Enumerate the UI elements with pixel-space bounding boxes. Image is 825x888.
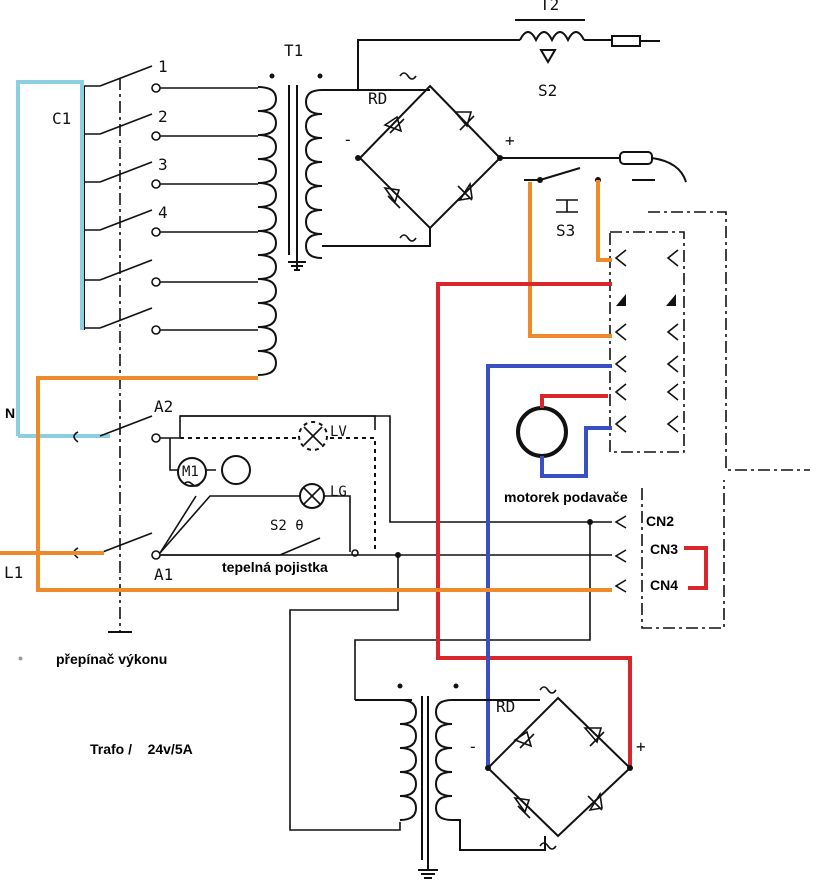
c1-label: C1 xyxy=(52,109,71,128)
s2-theta-label: S2 θ xyxy=(270,518,304,534)
minus-bottom-label: - xyxy=(468,737,478,756)
s3-label: S3 xyxy=(556,221,575,240)
t1-primary-coil xyxy=(257,86,278,376)
bridge-rectifier-bottom: RD - + xyxy=(468,686,646,850)
wire-neutral xyxy=(16,80,110,438)
minus-top-label: - xyxy=(343,130,353,149)
motor-annotation: motorek podavače xyxy=(504,489,628,505)
l1-label: L1 xyxy=(4,563,23,582)
rd-top-label: RD xyxy=(368,89,387,108)
switch-annotation: přepínač výkonu xyxy=(56,651,167,667)
rd-bottom-label: RD xyxy=(496,697,515,716)
trafo-annotation: Trafo / 24v/5A xyxy=(90,741,193,757)
s2-label: S2 xyxy=(538,81,557,100)
feeder-motor xyxy=(516,394,612,478)
tap-5 xyxy=(80,259,258,287)
wire-orange-s3-left xyxy=(528,182,612,338)
wire-orange-loop xyxy=(36,376,612,592)
a1-label: A1 xyxy=(154,565,173,584)
cn3-label: CN3 xyxy=(650,541,678,557)
lamp-lv: LV xyxy=(298,421,347,451)
wire-red-plus xyxy=(436,282,632,770)
main-switch: A2 A1 L1 xyxy=(4,397,173,584)
bullet: • xyxy=(18,650,23,666)
plus-top-label: + xyxy=(505,131,515,150)
n-label: N xyxy=(5,405,15,421)
choke-t2: T2 S2 xyxy=(515,0,660,100)
tap-4-label: 4 xyxy=(158,203,168,222)
lg-label: LG xyxy=(330,484,347,500)
cn2-label: CN2 xyxy=(646,513,674,529)
tap-3-label: 3 xyxy=(158,155,168,174)
plus-bottom-label: + xyxy=(636,737,646,756)
m1-label: M1 xyxy=(182,464,199,480)
t1-secondary-coil xyxy=(304,89,323,259)
cn4-label: CN4 xyxy=(650,577,678,593)
fan-motor-m1: M1 xyxy=(177,455,251,487)
wire-blue-minus xyxy=(486,364,612,768)
lv-label: LV xyxy=(330,424,347,440)
thermal-fuse-s2: S2 θ xyxy=(160,518,359,557)
t1-label: T1 xyxy=(284,41,303,60)
connectors-cn: CN2 CN3 CN4 xyxy=(614,480,725,629)
wire-orange-s3-right xyxy=(596,180,612,262)
tap-1-label: 1 xyxy=(158,57,168,76)
tap-1: 1 xyxy=(80,57,258,93)
tap-6 xyxy=(80,307,258,335)
lamp-lg: LG xyxy=(159,483,351,554)
tap-2-label: 2 xyxy=(158,107,168,126)
a2-label: A2 xyxy=(154,397,173,416)
transformer-24v xyxy=(355,683,546,879)
transformer-t1: T1 xyxy=(257,41,323,376)
tap-2: 2 xyxy=(80,107,258,141)
tap-3: 3 xyxy=(80,155,258,189)
tap-4: 4 xyxy=(80,203,258,237)
connector-strip xyxy=(609,211,810,471)
switch-s3: S3 xyxy=(524,167,601,240)
thermal-annotation: tepelná pojistka xyxy=(222,559,328,575)
t2-label: T2 xyxy=(540,0,559,14)
bridge-rectifier-top: RD - + xyxy=(343,72,515,242)
